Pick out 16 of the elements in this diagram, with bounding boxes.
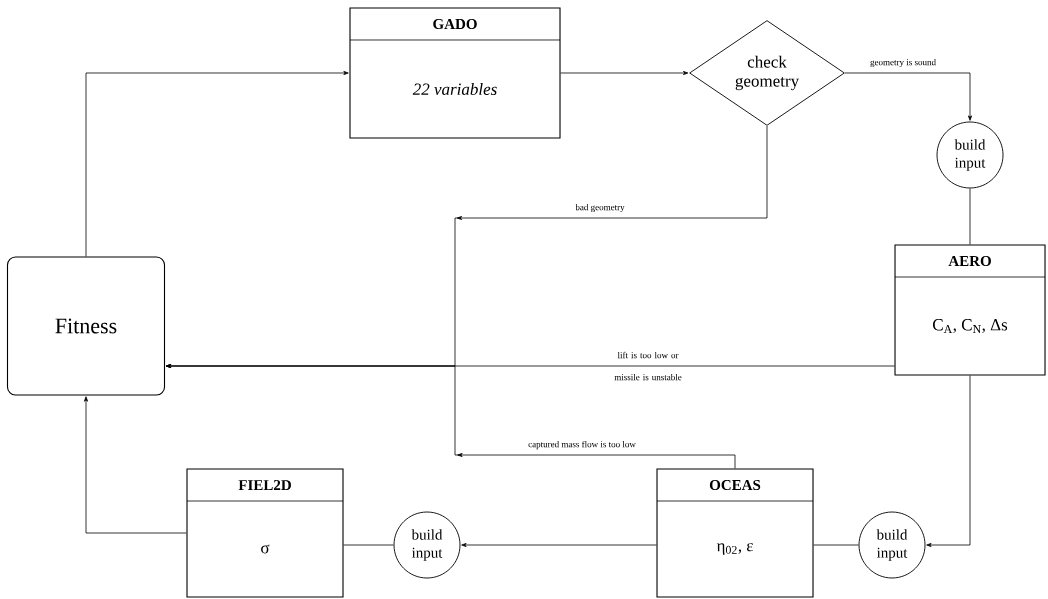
arrow: [844, 72, 973, 121]
edge-label: lift is too low or missile is unstable: [614, 351, 682, 381]
titled-box: GADO 22 variables: [349, 7, 561, 139]
arrow: [926, 375, 971, 547]
arrow: [560, 71, 689, 75]
titled-box: FIEL2D σ: [186, 468, 344, 598]
arrow: [85, 71, 349, 257]
arrow: [461, 543, 657, 547]
edge-label: captured mass flow is too low: [527, 439, 637, 451]
edge-label: bad geometry: [574, 202, 626, 214]
arrow: [84, 396, 187, 534]
titled-box: AERO C$_{A}$, C$_{N}$, Δs: [894, 244, 1046, 376]
rounded-box: Fitness: [6, 256, 166, 396]
edge-label: geometry is sound: [869, 57, 937, 69]
titled-box: OCEAS η$_{02}$, ε: [656, 468, 814, 598]
arrow: [165, 364, 736, 469]
